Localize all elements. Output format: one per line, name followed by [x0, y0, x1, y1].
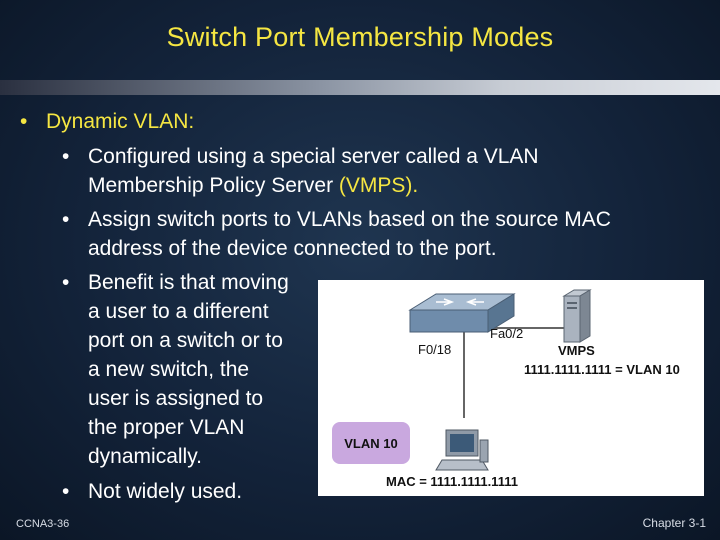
- sub-bullet-3-line: dynamically.: [88, 445, 202, 468]
- pc-icon: [435, 429, 489, 471]
- server-icon: [562, 289, 592, 343]
- slide-number: CCNA3-36: [16, 518, 70, 530]
- vmps-highlight: (VMPS).: [338, 174, 419, 197]
- pc-mac-label: MAC = 1111.1111.1111: [386, 474, 518, 489]
- bullet-dot-1: •: [62, 145, 70, 168]
- sub-bullet-1-line-1: Configured using a special server called…: [88, 145, 539, 168]
- sub-bullet-3-line: a new switch, the: [88, 358, 250, 381]
- sub-bullet-3-line: a user to a different: [88, 300, 269, 323]
- sub-bullet-3-line: port on a switch or to: [88, 329, 283, 352]
- slide-title: Switch Port Membership Modes: [166, 22, 554, 52]
- title-divider-bar: [0, 80, 720, 95]
- bullet-dot-main: •: [20, 110, 28, 133]
- sub-bullet-4: Not widely used.: [88, 480, 243, 503]
- vlan-badge: VLAN 10: [332, 422, 410, 464]
- diagram-graphics: [408, 289, 592, 471]
- bullet-dot-3: •: [62, 271, 70, 294]
- sub-bullet-1-line-2: Membership Policy Server (VMPS).: [88, 174, 418, 198]
- vmps-label: VMPS: [558, 343, 595, 358]
- sub-bullet-3-line: the proper VLAN: [88, 416, 245, 439]
- sub-bullet-3-line: Benefit is that moving: [88, 271, 289, 294]
- server-port-label: Fa0/2: [490, 326, 524, 341]
- network-diagram: F0/18 Fa0/2 VMPS 1111.1111.1111 = VLAN 1…: [318, 280, 704, 496]
- sub-bullet-1-text: Membership Policy Server: [88, 174, 339, 197]
- switch-icon: [408, 293, 516, 333]
- sub-bullet-2-line-1: Assign switch ports to VLANs based on th…: [88, 208, 611, 231]
- switch-port-label: F0/18: [418, 342, 452, 357]
- sub-bullet-3-line: user is assigned to: [88, 387, 264, 410]
- chapter-label: Chapter 3-1: [642, 516, 706, 530]
- bullet-dot-2: •: [62, 208, 70, 231]
- sub-bullet-2-line-2: address of the device connected to the p…: [88, 237, 497, 260]
- bullet-dot-4: •: [62, 480, 70, 503]
- mapping-label: 1111.1111.1111 = VLAN 10: [524, 362, 680, 377]
- bullet-main: Dynamic VLAN:: [46, 110, 195, 133]
